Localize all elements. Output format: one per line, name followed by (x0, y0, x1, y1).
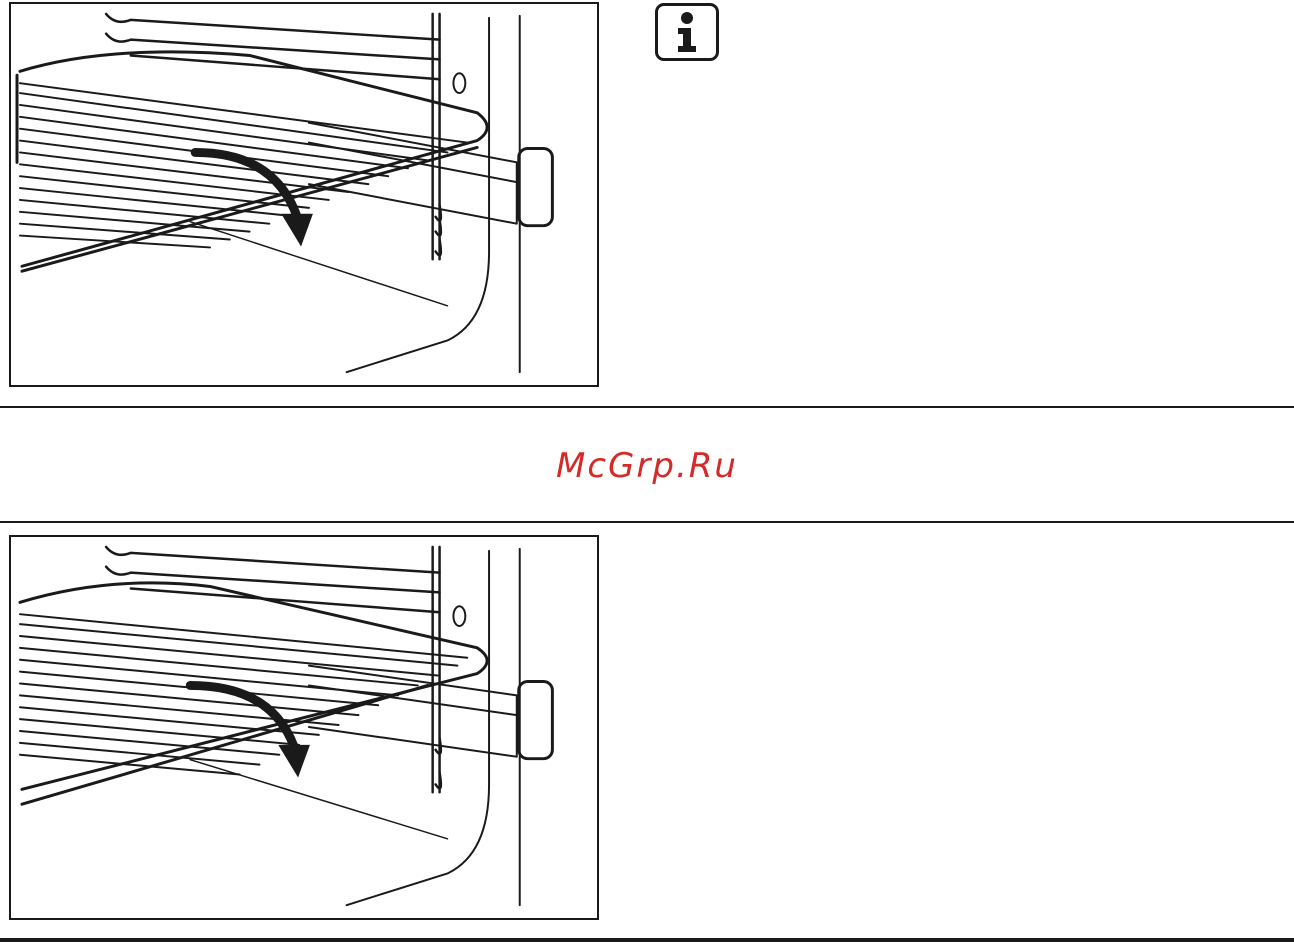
oven-shelf-drawing (11, 537, 597, 918)
info-icon (655, 3, 719, 61)
telescopic-runner (309, 666, 552, 759)
oven-shelf-drawing (11, 4, 597, 385)
wire-shelf (20, 583, 487, 839)
wire-shelf (17, 52, 487, 306)
info-glyph (658, 6, 716, 58)
section-divider (0, 521, 1294, 523)
section-divider (0, 406, 1294, 408)
section-divider (0, 938, 1294, 942)
shelf-removal-illustration-2 (9, 535, 599, 920)
watermark-text: McGrp.Ru (0, 446, 1294, 486)
rotate-down-arrow (195, 152, 313, 246)
shelf-removal-illustration-1 (9, 2, 599, 387)
